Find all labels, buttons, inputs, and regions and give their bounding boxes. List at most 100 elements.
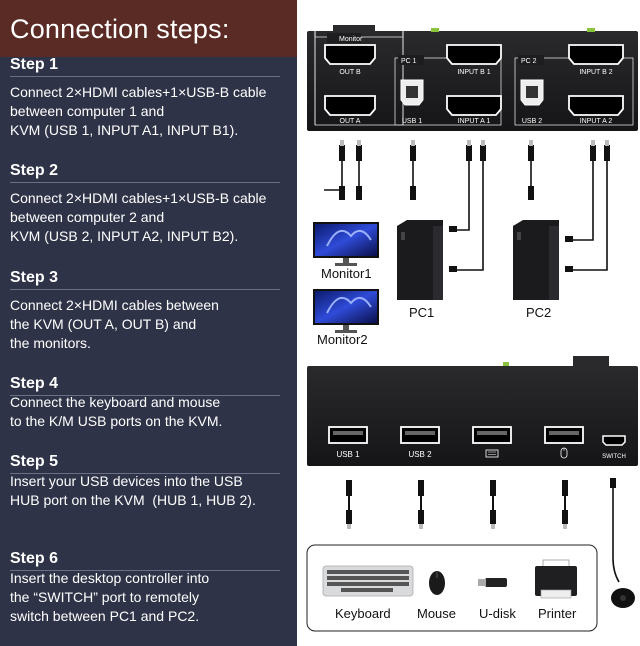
- mouse-device: [429, 571, 445, 595]
- usb-plug: [490, 510, 496, 524]
- plug-tips-upper: [340, 140, 609, 146]
- desc-line: switch between PC1 and PC2.: [10, 608, 200, 624]
- hdmi-port-out-a: [324, 95, 376, 116]
- usb2-back-label: USB 2: [522, 118, 542, 125]
- keyboard-caption: Keyboard: [335, 606, 391, 621]
- led: [587, 28, 595, 32]
- usb-plug: [562, 480, 568, 496]
- usb-plug: [410, 145, 416, 161]
- hdmi-port-input-a1: [446, 95, 502, 116]
- usb1-back-label: USB 1: [402, 118, 422, 125]
- usb-plug: [562, 510, 568, 524]
- hdmi-plug: [590, 145, 596, 161]
- step-1: Step 1 Connect 2×HDMI cables+1×USB-B cab…: [10, 56, 295, 140]
- label-bg: [327, 33, 361, 43]
- pc2-caption: PC2: [526, 305, 552, 320]
- step-description: Connect 2×HDMI cables+1×USB-B cable betw…: [10, 189, 295, 246]
- hdmi-plug: [339, 186, 345, 200]
- desc-line: KVM (USB 1, INPUT A1, INPUT B1).: [10, 122, 239, 138]
- hdmi-port-out-b: [324, 44, 376, 65]
- step-description: Insert your USB devices into the USB HUB…: [10, 472, 295, 510]
- step-5: Step 5 Insert your USB devices into the …: [10, 453, 295, 510]
- mouse-icon: [560, 447, 568, 459]
- mouse-caption: Mouse: [417, 606, 457, 621]
- hdmi-plug: [466, 145, 472, 161]
- pc1-caption: PC1: [409, 305, 435, 320]
- monitor1-caption: Monitor1: [321, 266, 372, 281]
- label-bg: [518, 55, 544, 65]
- usb-plug: [410, 186, 416, 200]
- cable-plugs-upper: [339, 145, 610, 200]
- usb-plug: [490, 480, 496, 496]
- plug-tips-lower: [347, 524, 567, 529]
- udisk-caption: U-disk: [479, 606, 516, 621]
- monitor-1: [313, 222, 379, 266]
- label-bg: [398, 55, 424, 65]
- led: [431, 28, 439, 32]
- pc1-tower: [397, 220, 443, 300]
- front-tab: [573, 356, 609, 368]
- hdmi-plug: [480, 145, 486, 161]
- led: [503, 362, 509, 366]
- printer-device: [535, 559, 577, 599]
- hdmi-port-input-b1: [446, 44, 502, 65]
- hdmi-port-input-b2: [568, 44, 624, 65]
- monitor-tab: [333, 25, 375, 35]
- page-title: Connection steps:: [10, 14, 230, 44]
- step-2: Step 2 Connect 2×HDMI cables+1×USB-B cab…: [10, 162, 295, 246]
- hdmi-plug: [339, 145, 345, 161]
- desktop-controller-cable: [610, 478, 635, 608]
- pc2-label: PC 2: [521, 58, 537, 65]
- wiring-diagram-panel: Monitor PC 1 PC 2 OUT B OUT A INPUT B 1 …: [297, 0, 640, 646]
- monitor2-caption: Monitor2: [317, 332, 368, 347]
- usb-a-port-1: [328, 426, 368, 444]
- desc-line: Connect 2×HDMI cables+1×USB-B cable: [10, 190, 267, 206]
- usb-plug: [418, 510, 424, 524]
- out-a-label: OUT A: [340, 118, 361, 125]
- usb-a-port-keyboard: [472, 426, 512, 444]
- desc-line: between computer 1 and: [10, 103, 165, 119]
- step-divider: [10, 570, 280, 571]
- desc-line: to the K/M USB ports on the KVM.: [10, 413, 223, 429]
- step-4: Step 4 Connect the keyboard and mouse to…: [10, 375, 295, 431]
- input-b1-label: INPUT B 1: [457, 69, 490, 76]
- keyboard-icon: [485, 449, 499, 458]
- step-description: Connect 2×HDMI cables+1×USB-B cable betw…: [10, 83, 295, 140]
- desc-line: the KVM (OUT A, OUT B) and: [10, 316, 197, 332]
- desc-line: Connect 2×HDMI cables+1×USB-B cable: [10, 84, 267, 100]
- hdmi-plug: [604, 145, 610, 161]
- printer-caption: Printer: [538, 606, 577, 621]
- pc-side-plugs: [449, 226, 573, 272]
- step-label: Step 5: [10, 453, 59, 470]
- wiring-diagram: Monitor PC 1 PC 2 OUT B OUT A INPUT B 1 …: [306, 20, 638, 632]
- step-divider: [10, 76, 280, 77]
- switch-port: [602, 435, 626, 446]
- usb-plug: [528, 186, 534, 200]
- usb2-front-label: USB 2: [408, 450, 432, 459]
- step-label: Step 2: [10, 162, 59, 179]
- pc1-label: PC 1: [401, 58, 417, 65]
- desc-line: Connect the keyboard and mouse: [10, 394, 221, 410]
- step-3: Step 3 Connect 2×HDMI cables between the…: [10, 269, 295, 353]
- udisk-device: [478, 578, 507, 587]
- step-divider: [10, 182, 280, 183]
- desc-line: Insert your USB devices into the USB: [10, 473, 243, 489]
- monitor-2: [313, 289, 379, 333]
- out-b-label: OUT B: [339, 69, 361, 76]
- usb-plug: [346, 510, 352, 524]
- hdmi-plug: [356, 145, 362, 161]
- input-a1-label: INPUT A 1: [458, 118, 491, 125]
- input-a2-label: INPUT A 2: [580, 118, 613, 125]
- usb-b-port-1: [400, 79, 424, 106]
- usb-a-port-mouse: [544, 426, 584, 444]
- desc-line: Connect 2×HDMI cables between: [10, 297, 219, 313]
- usb1-front-label: USB 1: [336, 450, 360, 459]
- step-label: Step 1: [10, 56, 59, 73]
- desc-line: the “SWITCH” port to remotely: [10, 589, 200, 605]
- usb-plug: [528, 145, 534, 161]
- cables-lower: [346, 480, 568, 524]
- usb-b-port-2: [520, 79, 544, 106]
- desc-line: HUB port on the KVM (HUB 1, HUB 2).: [10, 492, 256, 508]
- step-description: Insert the desktop controller into the “…: [10, 569, 295, 626]
- pc2-tower: [513, 220, 559, 300]
